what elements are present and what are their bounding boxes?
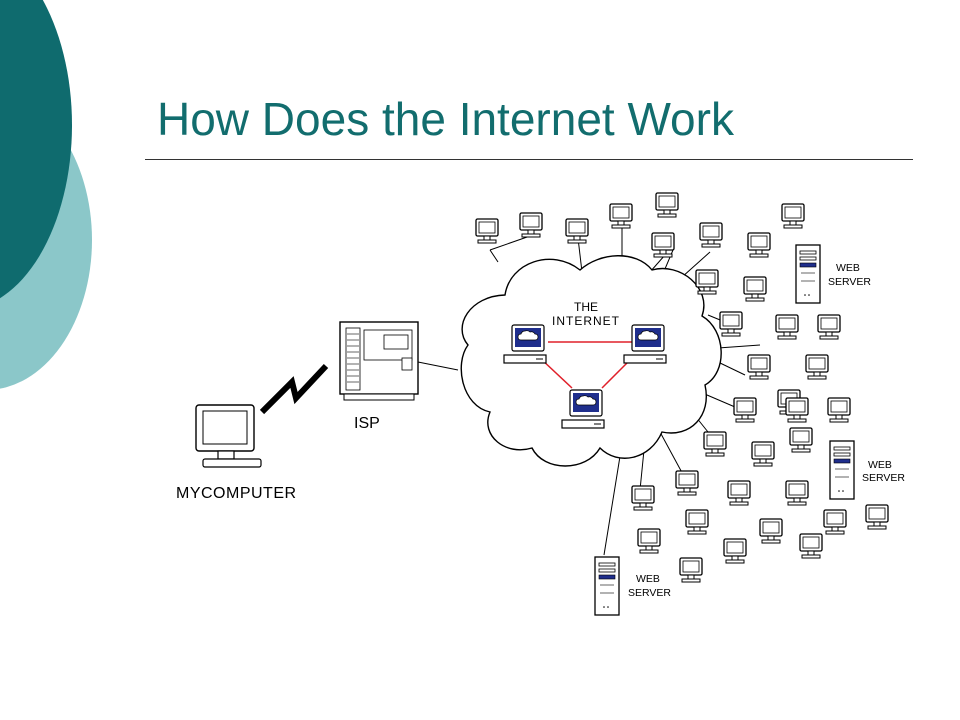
client-computer-06: [699, 222, 723, 248]
client-computer-04: [609, 203, 633, 229]
client-computer-15: [747, 354, 771, 380]
web-server-bottom-label-line1: WEB: [636, 573, 660, 585]
title-divider: [145, 159, 913, 160]
client-computer-08: [781, 203, 805, 229]
web-server-bottom: [594, 556, 620, 616]
client-computer-33: [723, 538, 747, 564]
client-computer-13: [775, 314, 799, 340]
web-server-top-label-line2: SERVER: [828, 276, 871, 288]
client-computer-05: [655, 192, 679, 218]
client-computer-34: [799, 533, 823, 559]
client-computer-30: [759, 518, 783, 544]
client-computer-35: [679, 557, 703, 583]
client-computer-14: [817, 314, 841, 340]
web-server-top-label-line1: WEB: [836, 262, 860, 274]
web-server-middle-label-line1: WEB: [868, 459, 892, 471]
client-computer-17: [733, 397, 757, 423]
client-computer-31: [823, 509, 847, 535]
lightning-bolt: [259, 363, 329, 415]
client-computer-21: [703, 431, 727, 457]
web-server-middle-label-line2: SERVER: [862, 472, 905, 484]
client-computer-09: [651, 232, 675, 258]
client-computer-16: [805, 354, 829, 380]
client-computer-07: [747, 232, 771, 258]
client-computer-32: [865, 504, 889, 530]
internet-label-line2: INTERNET: [552, 314, 620, 328]
internet-label-line1: THE: [574, 300, 598, 314]
client-computer-29: [637, 528, 661, 554]
web-server-top: [795, 244, 821, 304]
decorative-circles: [0, 0, 100, 400]
my-computer: [195, 404, 262, 468]
client-computer-01: [475, 218, 499, 244]
web-server-middle: [829, 440, 855, 500]
client-computer-28: [685, 509, 709, 535]
client-computer-03: [565, 218, 589, 244]
isp-server: [339, 321, 419, 401]
client-computer-23: [789, 427, 813, 453]
client-computer-26: [727, 480, 751, 506]
page-title: How Does the Internet Work: [157, 93, 734, 145]
my-computer-label: MYCOMPUTER: [176, 485, 297, 502]
web-server-bottom-label-line2: SERVER: [628, 587, 671, 599]
client-computer-19: [785, 397, 809, 423]
client-computer-20: [827, 397, 851, 423]
client-computer-24: [675, 470, 699, 496]
internet-cloud: [460, 255, 722, 467]
client-computer-27: [785, 480, 809, 506]
client-computer-25: [631, 485, 655, 511]
client-computer-11: [743, 276, 767, 302]
client-computer-22: [751, 441, 775, 467]
client-computer-12: [719, 311, 743, 337]
client-computer-02: [519, 212, 543, 238]
isp-label: ISP: [354, 415, 380, 432]
